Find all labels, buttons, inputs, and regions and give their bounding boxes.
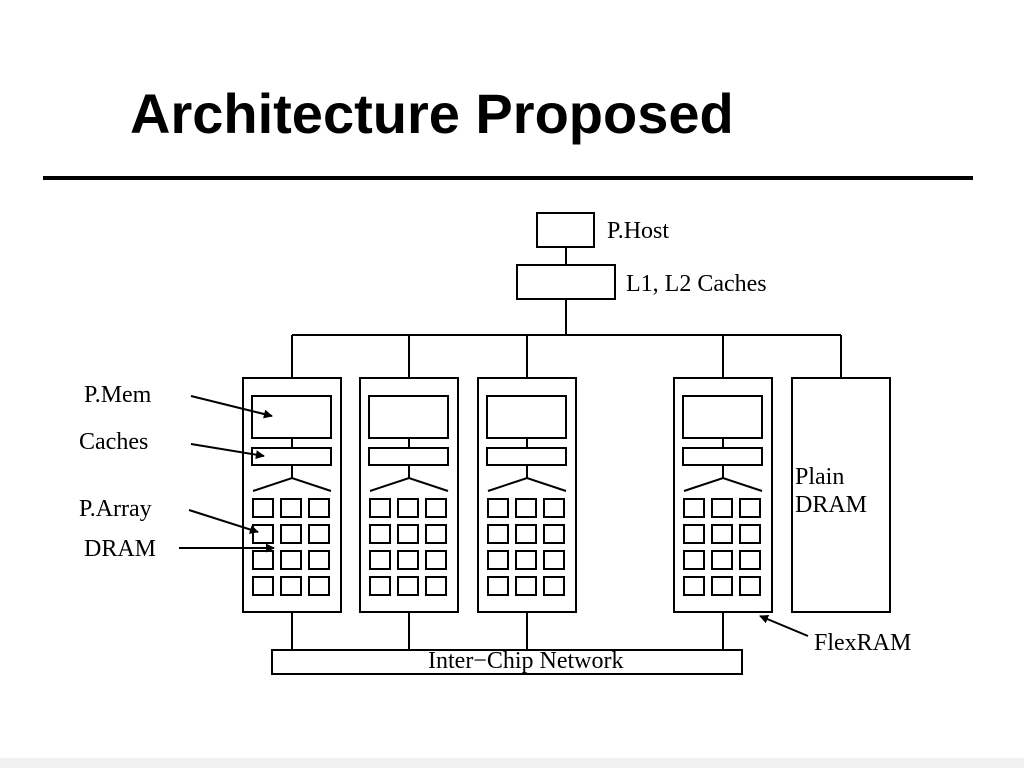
parray-cell	[252, 576, 274, 596]
parray-cell	[711, 550, 733, 570]
parray-cell	[308, 576, 330, 596]
pmem-label: P.Mem	[84, 382, 152, 408]
parray-cell	[711, 576, 733, 596]
parray-cell	[369, 524, 391, 544]
slide-title: Architecture Proposed	[130, 82, 734, 145]
parray-cell	[487, 550, 509, 570]
parray-cell	[515, 576, 537, 596]
parray-cell	[397, 498, 419, 518]
l1-l2-cache-box	[516, 264, 616, 300]
inter-chip-network-label: Inter−Chip Network	[428, 648, 624, 674]
fanout-lines	[487, 476, 567, 492]
flexram-arrow	[759, 614, 809, 637]
plain-dram-label-line2: DRAM	[795, 492, 867, 518]
flexram-label: FlexRAM	[814, 630, 911, 656]
parray-cell	[543, 550, 565, 570]
parray-cell	[369, 550, 391, 570]
flexram-chip	[242, 377, 342, 613]
pmem-box	[682, 395, 763, 439]
dram-label: DRAM	[84, 536, 156, 562]
pmem-box	[368, 395, 449, 439]
title-divider	[43, 176, 973, 180]
parray-cell	[280, 524, 302, 544]
parray-cell	[543, 524, 565, 544]
parray-cell	[683, 524, 705, 544]
parray-cell	[683, 498, 705, 518]
parray-cell	[252, 498, 274, 518]
pmem-arrow	[190, 395, 273, 419]
parray-cell	[425, 550, 447, 570]
parray-cell	[739, 550, 761, 570]
parray-cell	[397, 576, 419, 596]
flexram-chip	[477, 377, 577, 613]
host-label: P.Host	[607, 218, 669, 244]
parray-cell	[683, 550, 705, 570]
parray-cell	[425, 576, 447, 596]
fanout-lines	[369, 476, 449, 492]
parray-cell	[543, 498, 565, 518]
pmem-box	[486, 395, 567, 439]
caches-arrow	[190, 443, 265, 460]
parray-cell	[425, 498, 447, 518]
parray-cell	[397, 550, 419, 570]
parray-cell	[280, 576, 302, 596]
parray-cell	[515, 550, 537, 570]
pmem-box	[251, 395, 332, 439]
footer-band	[0, 758, 1024, 768]
parray-cell	[711, 498, 733, 518]
parray-cell	[308, 498, 330, 518]
flexram-chip-group	[242, 377, 773, 613]
flexram-chip-outline	[673, 377, 773, 613]
parray-cell	[739, 576, 761, 596]
parray-cell	[369, 498, 391, 518]
inter-chip-network-box	[271, 649, 743, 675]
chip-cache-box	[368, 447, 449, 466]
parray-cell	[280, 498, 302, 518]
parray-cell	[543, 576, 565, 596]
flexram-chip	[673, 377, 773, 613]
flexram-chip-outline	[242, 377, 342, 613]
parray-cell	[397, 524, 419, 544]
parray-cell	[739, 524, 761, 544]
parray-arrow	[188, 509, 259, 534]
parray-cell	[487, 576, 509, 596]
flexram-chip-outline	[477, 377, 577, 613]
parray-cell	[487, 524, 509, 544]
parray-cell	[308, 524, 330, 544]
flexram-chip-outline	[359, 377, 459, 613]
chip-cache-box	[682, 447, 763, 466]
parray-cell	[487, 498, 509, 518]
flexram-chip	[359, 377, 459, 613]
parray-cell	[308, 550, 330, 570]
plain-dram-label-line1: Plain	[795, 464, 844, 490]
parray-cell	[739, 498, 761, 518]
parray-cell	[252, 524, 274, 544]
parray-cell	[252, 550, 274, 570]
chip-cache-box	[486, 447, 567, 466]
host-box	[536, 212, 595, 248]
fanout-lines	[252, 476, 332, 492]
plain-dram-chip	[791, 377, 891, 613]
fanout-lines	[683, 476, 763, 492]
caches-label: Caches	[79, 429, 148, 455]
parray-cell	[515, 524, 537, 544]
parray-cell	[280, 550, 302, 570]
parray-cell	[515, 498, 537, 518]
l1-l2-caches-label: L1, L2 Caches	[626, 271, 767, 297]
parray-cell	[425, 524, 447, 544]
parray-cell	[711, 524, 733, 544]
parray-cell	[683, 576, 705, 596]
parray-label: P.Array	[79, 496, 152, 522]
parray-cell	[369, 576, 391, 596]
